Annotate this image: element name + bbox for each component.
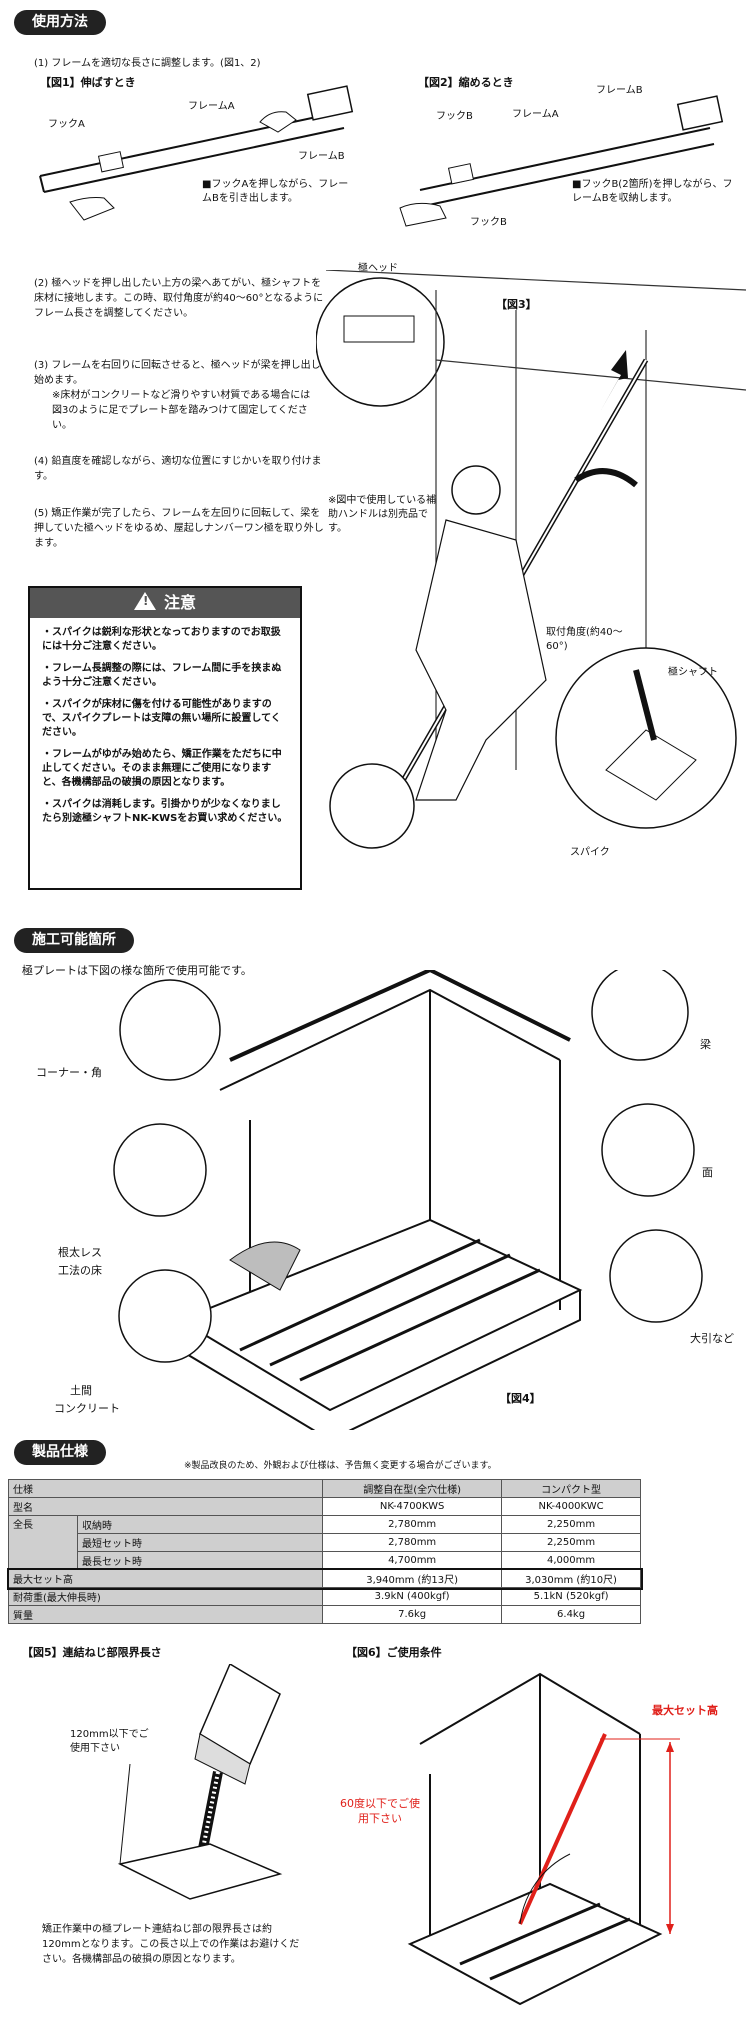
location-face: 面	[702, 1166, 713, 1179]
step-4-text: (4) 鉛直度を確認しながら、適切な位置にすじかいを取り付けます。	[34, 456, 322, 482]
fig2-title: 【図2】縮めるとき	[418, 76, 514, 89]
fig1-hook-a-label: フックA	[48, 119, 85, 130]
locations-intro: 極プレートは下図の様な箇所で使用可能です。	[22, 964, 252, 977]
table-header-row: 仕様 調整自在型(全穴仕様) コンパクト型	[7, 1479, 641, 1498]
location-corner: コーナー・角	[36, 1066, 102, 1079]
caution-list: ・スパイクは鋭利な形状となっておりますのでお取扱には十分ご注意ください。 ・フレ…	[30, 626, 300, 826]
cell-value: 4,000mm	[501, 1551, 641, 1570]
fig3-head-label: 極ヘッド	[358, 263, 398, 274]
step-3-text: (3) フレームを右回りに回転させると、極ヘッドが梁を押し出し始めます。	[34, 360, 321, 386]
step-3-note: ※床材がコンクリートなど滑りやすい材質である場合には図3のように足でプレート部を…	[52, 390, 311, 431]
row-sublabel: 最長セット時	[76, 1551, 324, 1570]
caution-item: ・スパイクは鋭利な形状となっておりますのでお取扱には十分ご注意ください。	[42, 627, 281, 652]
row-label: 耐荷重(最大伸長時)	[7, 1587, 324, 1606]
location-concrete-1: 土間	[70, 1384, 92, 1397]
fig2-hook-b-label: フックB	[436, 111, 473, 122]
fig1-title: 【図1】伸ばすとき	[40, 76, 136, 89]
cell-value: 2,780mm	[322, 1515, 503, 1534]
caution-item: ・スパイクが床材に傷を付ける可能性がありますので、スパイクプレートは支障の無い場…	[42, 699, 281, 738]
location-beam: 梁	[700, 1038, 711, 1051]
caution-header: ! 注意	[30, 588, 300, 618]
fig1-illustration	[39, 85, 354, 221]
table-row: 最短セット時 2,780mm 2,250mm	[9, 1533, 641, 1552]
cell-value: 3,030mm (約10尺)	[501, 1569, 641, 1588]
fig1-frame-a-label: フレームA	[188, 101, 235, 112]
step-2-text: (2) 極ヘッドを押し出したい上方の梁へあてがい、極シャフトを床材に接地します。…	[34, 278, 324, 319]
specs-note: ※製品改良のため、外観および仕様は、予告無く変更する場合がございます。	[184, 1461, 497, 1471]
fig3-title: 【図3】	[496, 298, 537, 311]
table-row-max-height: 最大セット高 3,940mm (約13尺) 3,030mm (約10尺)	[6, 1567, 643, 1590]
fig1-frame-b-label: フレームB	[298, 151, 345, 162]
table-row: 型名 NK-4700KWS NK-4000KWC	[7, 1497, 641, 1516]
locations-section-header: 施工可能箇所	[14, 928, 134, 953]
table-row: 質量 7.6kg 6.4kg	[7, 1605, 641, 1624]
cell-value: 7.6kg	[322, 1605, 503, 1624]
fig6-angle-note: 60度以下でご使用下さい	[340, 1797, 420, 1825]
fig4-illustration	[113, 970, 703, 1430]
table-row: 耐荷重(最大伸長時) 3.9kN (400kgf) 5.1kN (520kgf)	[7, 1587, 641, 1606]
fig6-illustration	[407, 1672, 680, 2006]
cell-value: 2,250mm	[501, 1515, 641, 1534]
fig2-frame-b-label: フレームB	[596, 85, 643, 96]
table-row: 全長 収納時 2,780mm 2,250mm	[8, 1515, 641, 1570]
fig5-illustration	[117, 1664, 283, 1900]
location-floor-2: 工法の床	[58, 1264, 102, 1277]
fig3-handle-note: ※図中で使用している補助ハンドルは別売品です。	[328, 495, 437, 534]
step-1-text: (1) フレームを適切な長さに調整します。(図1、2)	[34, 58, 261, 69]
row-label: 型名	[7, 1497, 324, 1516]
cell-value: 2,780mm	[322, 1533, 503, 1552]
fig1-note: ■フックAを押しながら、フレームBを引き出します。	[202, 179, 349, 204]
cell-value: 2,250mm	[501, 1533, 641, 1552]
fig6-max-height-label: 最大セット高	[652, 1704, 718, 1717]
cell-value: 3,940mm (約13尺)	[322, 1569, 503, 1588]
row-sublabel: 最短セット時	[76, 1533, 324, 1552]
cell-value: NK-4700KWS	[322, 1497, 503, 1516]
col-header: 仕様	[7, 1479, 324, 1498]
row-label: 質量	[7, 1605, 324, 1624]
fig5-note: 矯正作業中の極プレート連結ねじ部の限界長さは約120mmとなります。この長さ以上…	[42, 1924, 300, 1965]
fig5-length-label: 120mm以下でご使用下さい	[70, 1729, 149, 1754]
usage-section-header: 使用方法	[14, 10, 106, 35]
cell-value: NK-4000KWC	[501, 1497, 641, 1516]
fig6-title: 【図6】ご使用条件	[346, 1646, 442, 1659]
fig4-label: 【図4】	[500, 1392, 541, 1405]
fig2-illustration	[399, 95, 724, 227]
caution-title: 注意	[163, 593, 196, 612]
caution-item: ・スパイクは消耗します。引掛かりが少なくなりましたら別途極シャフトNK-KWSを…	[42, 799, 288, 824]
cell-value: 4,700mm	[322, 1551, 503, 1570]
fig5-title: 【図5】連結ねじ部限界長さ	[22, 1646, 162, 1659]
row-label: 最大セット高	[7, 1569, 324, 1588]
caution-item: ・フレーム長調整の際には、フレーム間に手を挟まぬよう十分ご注意ください。	[42, 663, 282, 688]
fig3-spike-label: スパイク	[570, 847, 610, 858]
col-header: コンパクト型	[501, 1479, 641, 1498]
spec-table: 仕様 調整自在型(全穴仕様) コンパクト型 型名 NK-4700KWS NK-4…	[6, 1479, 643, 1624]
caution-item: ・フレームがゆがみ始めたら、矯正作業をただちに中止してください。そのまま無理にご…	[42, 749, 282, 788]
location-floor-1: 根太レス	[58, 1246, 102, 1259]
location-concrete-2: コンクリート	[54, 1402, 120, 1415]
fig2-frame-a-label: フレームA	[512, 109, 559, 120]
cell-value: 5.1kN (520kgf)	[501, 1587, 641, 1606]
cell-value: 6.4kg	[501, 1605, 641, 1624]
fig3-angle-label: 取付角度(約40～60°)	[546, 627, 623, 652]
specs-section-header: 製品仕様	[14, 1440, 106, 1465]
location-sill: 大引など	[690, 1332, 734, 1345]
warning-icon: !	[133, 592, 156, 610]
col-header: 調整自在型(全穴仕様)	[322, 1479, 503, 1498]
step-5-text: (5) 矯正作業が完了したら、フレームを左回りに回転して、梁を押していた極ヘッド…	[34, 508, 324, 549]
fig2-hook-b2-label: フックB	[470, 217, 507, 228]
fig3-shaft-label: 極シャフト	[668, 667, 718, 678]
fig2-note: ■フックB(2箇所)を押しながら、フレームBを収納します。	[572, 179, 733, 204]
fig3-illustration	[316, 270, 746, 849]
row-sublabel: 収納時	[76, 1515, 324, 1534]
cell-value: 3.9kN (400kgf)	[322, 1587, 503, 1606]
row-label: 全長	[8, 1515, 78, 1570]
table-row: 最長セット時 4,700mm 4,000mm	[9, 1551, 641, 1570]
caution-box: ! 注意 ・スパイクは鋭利な形状となっておりますのでお取扱には十分ご注意ください。…	[28, 586, 302, 890]
